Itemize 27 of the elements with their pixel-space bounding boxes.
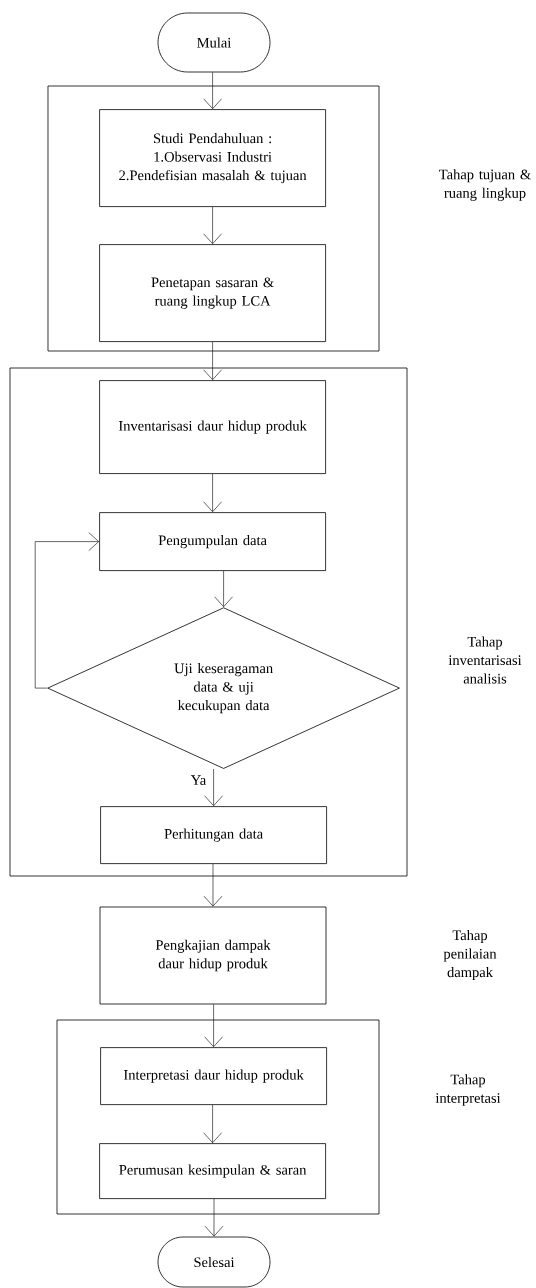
process-box: Perumusan kesimpulan & saran: [99, 1143, 326, 1199]
stage-label: Tahap interpretasi: [435, 1074, 501, 1106]
stage-frame: [56, 1019, 380, 1215]
arrow: [34, 532, 100, 689]
process-box: Pengumpulan data: [99, 512, 326, 571]
stage-label: Tahap tujuan & ruang lingkup: [439, 169, 531, 201]
stage-label: Tahap penilaian dampak: [443, 929, 497, 981]
arrow: [203, 473, 222, 513]
stage-frame: [9, 367, 408, 877]
arrow: [214, 570, 233, 608]
arrow: [204, 768, 223, 807]
arrow: [203, 206, 222, 245]
process-box: Inventarisasi daur hidup produk: [99, 380, 326, 474]
arrow: [204, 1004, 223, 1048]
arrow: [203, 863, 223, 907]
arrow: [203, 72, 222, 110]
stage-label: Tahap inventarisasi analisis: [448, 636, 522, 684]
process-box: Interpretasi daur hidup produk: [100, 1047, 327, 1105]
arrow: [203, 341, 222, 381]
process-box: Pengkajian dampak daur hidup produk: [99, 906, 327, 1005]
process-box: Studi Pendahuluan : 1.Observasi Industri 2.Pendefisian masalah & tujuan: [99, 109, 326, 207]
arrow: [204, 1198, 224, 1237]
process-box: Perhitungan data: [100, 806, 327, 864]
edge-label: Ya: [190, 775, 206, 785]
arrow: [203, 1104, 222, 1144]
process-box: Penetapan sasaran & ruang lingkup LCA: [99, 244, 326, 342]
stage-frame: [47, 85, 380, 352]
